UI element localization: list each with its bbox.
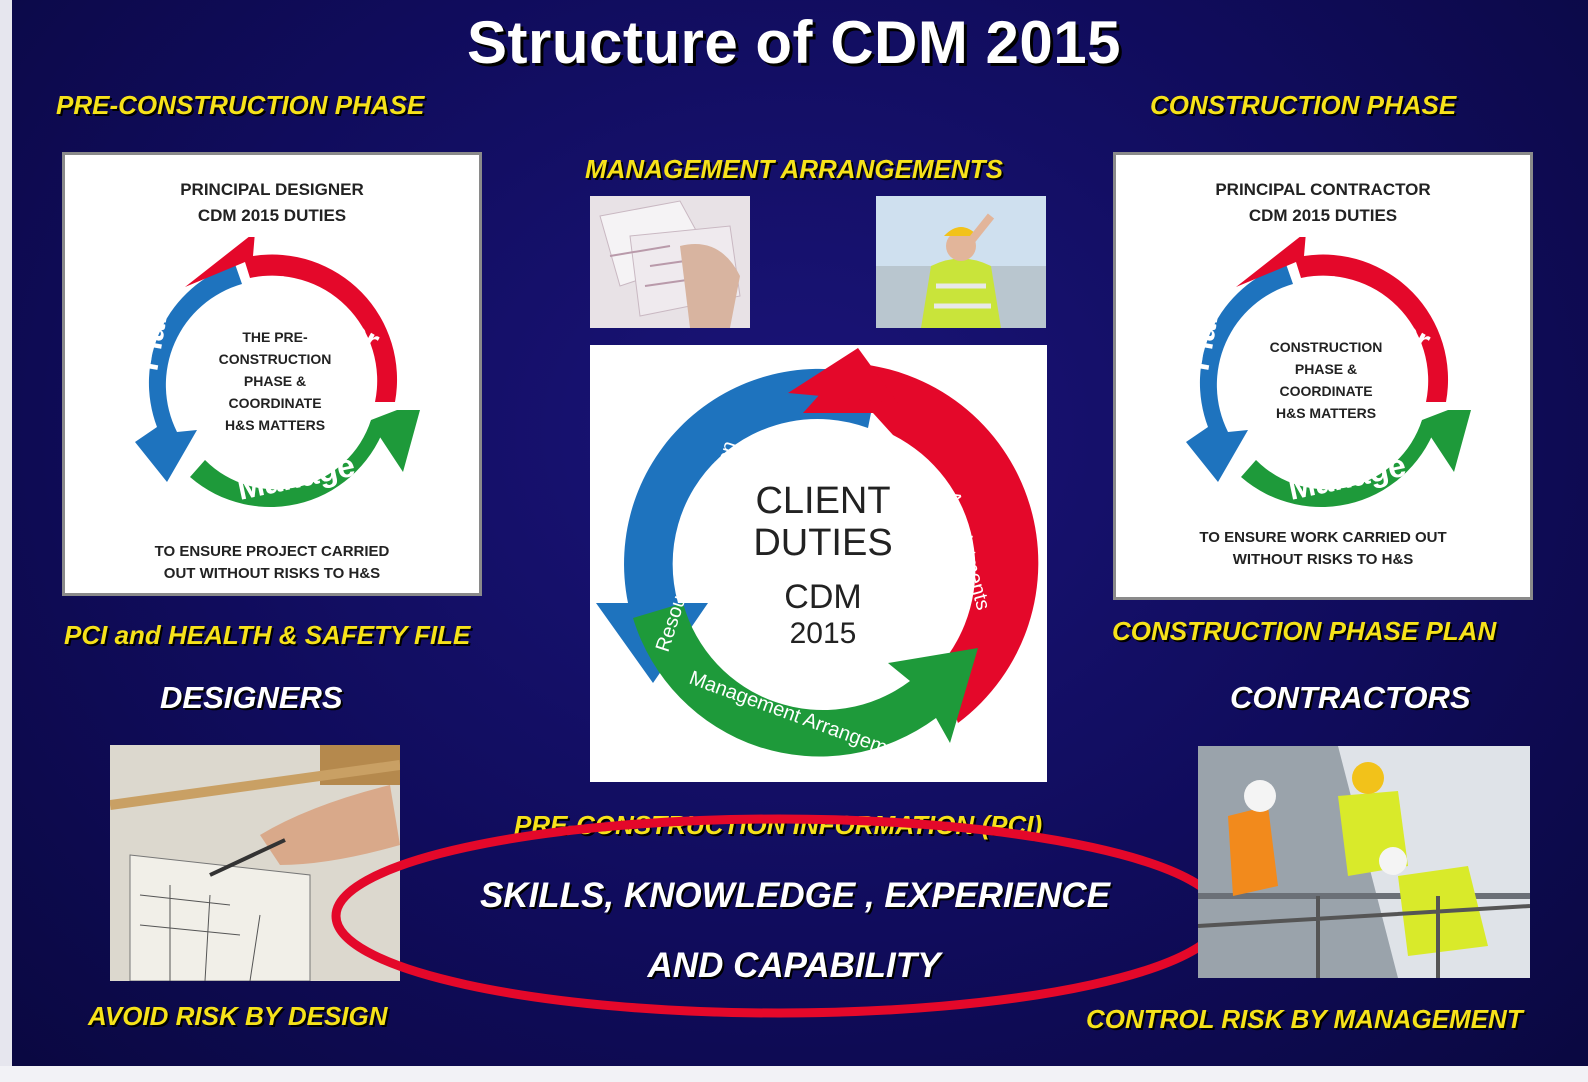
- monitor-arrow: [185, 237, 397, 402]
- pre-construction-phase-label: PRE-CONSTRUCTION PHASE: [56, 90, 425, 120]
- pci-health-safety-file-label: PCI and HEALTH & SAFETY FILE: [64, 620, 471, 650]
- slide-title: Structure of CDM 2015: [467, 9, 1121, 76]
- center-line-1: THE PRE-: [242, 329, 308, 345]
- control-risk-by-management-label: CONTROL RISK BY MANAGEMENT: [1086, 1004, 1523, 1034]
- card-footer-line2: OUT WITHOUT RISKS TO H&S: [163, 565, 381, 582]
- card-heading-line2: CDM 2015 DUTIES: [1248, 206, 1398, 225]
- appointments-arrow: [803, 363, 1039, 723]
- center-line-3: PHASE &: [244, 373, 306, 389]
- client-duties-panel: Resources & Information Appointments Man…: [590, 345, 1047, 782]
- avoid-risk-by-design-label: AVOID RISK BY DESIGN: [88, 1001, 388, 1031]
- card-heading-line1: PRINCIPAL CONTRACTOR: [1215, 180, 1431, 199]
- paperwork-photo: [590, 196, 750, 328]
- manage-arrow: [1241, 410, 1471, 508]
- card-footer-line1: TO ENSURE PROJECT CARRIED: [154, 543, 390, 560]
- card-heading-line2: CDM 2015 DUTIES: [197, 206, 347, 225]
- principal-designer-card: PRINCIPAL DESIGNER CDM 2015 DUTIES Plan …: [62, 152, 482, 596]
- slide-frame-left: [0, 0, 12, 1082]
- slide-frame-bottom: [0, 1066, 1588, 1082]
- plan-monitor-manage-cycle: Plan Monitor Manage CONSTRUCTION PHASE &…: [1179, 237, 1471, 508]
- principal-contractor-card: PRINCIPAL CONTRACTOR CDM 2015 DUTIES Pla…: [1113, 152, 1533, 600]
- cdm-label: CDM: [784, 578, 861, 616]
- monitor-arrow: [1236, 237, 1448, 402]
- duties-label: DUTIES: [753, 522, 892, 564]
- plan-monitor-manage-cycle: Plan Monitor Manage THE PRE- CONSTRUCTIO…: [128, 237, 420, 508]
- center-line-2: CONSTRUCTION: [219, 351, 332, 367]
- center-line-4: COORDINATE: [228, 395, 321, 411]
- plan-arrow: [1186, 264, 1293, 482]
- center-line-2: PHASE &: [1295, 361, 1357, 377]
- center-line-3: COORDINATE: [1279, 383, 1372, 399]
- card-footer-line2: WITHOUT RISKS TO H&S: [1232, 551, 1414, 568]
- year-label: 2015: [790, 617, 857, 650]
- card-heading-line1: PRINCIPAL DESIGNER: [180, 180, 364, 199]
- plan-label: Plan: [128, 300, 175, 373]
- skills-line-2: AND CAPABILITY: [647, 946, 941, 985]
- construction-phase-plan-label: CONSTRUCTION PHASE PLAN: [1112, 616, 1497, 646]
- plan-label: Plan: [1179, 300, 1226, 373]
- highlight-ellipse: [331, 814, 1227, 1018]
- manage-arrow: [190, 410, 420, 508]
- construction-phase-label: CONSTRUCTION PHASE: [1150, 90, 1457, 120]
- contractors-label: CONTRACTORS: [1230, 680, 1471, 715]
- plan-arrow: [135, 264, 242, 482]
- center-line-1: CONSTRUCTION: [1270, 339, 1383, 355]
- contractors-photo: [1198, 746, 1530, 978]
- management-arrangements-heading: MANAGEMENT ARRANGEMENTS: [585, 154, 1003, 184]
- client-label: CLIENT: [755, 480, 890, 522]
- card-footer-line1: TO ENSURE WORK CARRIED OUT: [1199, 529, 1447, 546]
- skills-line-1: SKILLS, KNOWLEDGE , EXPERIENCE: [479, 876, 1111, 915]
- client-duties-cycle: Resources & Information Appointments Man…: [596, 348, 1039, 772]
- inspector-photo: [876, 196, 1046, 328]
- center-line-5: H&S MATTERS: [225, 417, 325, 433]
- designers-label: DESIGNERS: [160, 680, 343, 715]
- center-line-4: H&S MATTERS: [1276, 405, 1376, 421]
- resources-information-arrow: [596, 368, 878, 683]
- management-arrangements-arrow: [633, 603, 978, 757]
